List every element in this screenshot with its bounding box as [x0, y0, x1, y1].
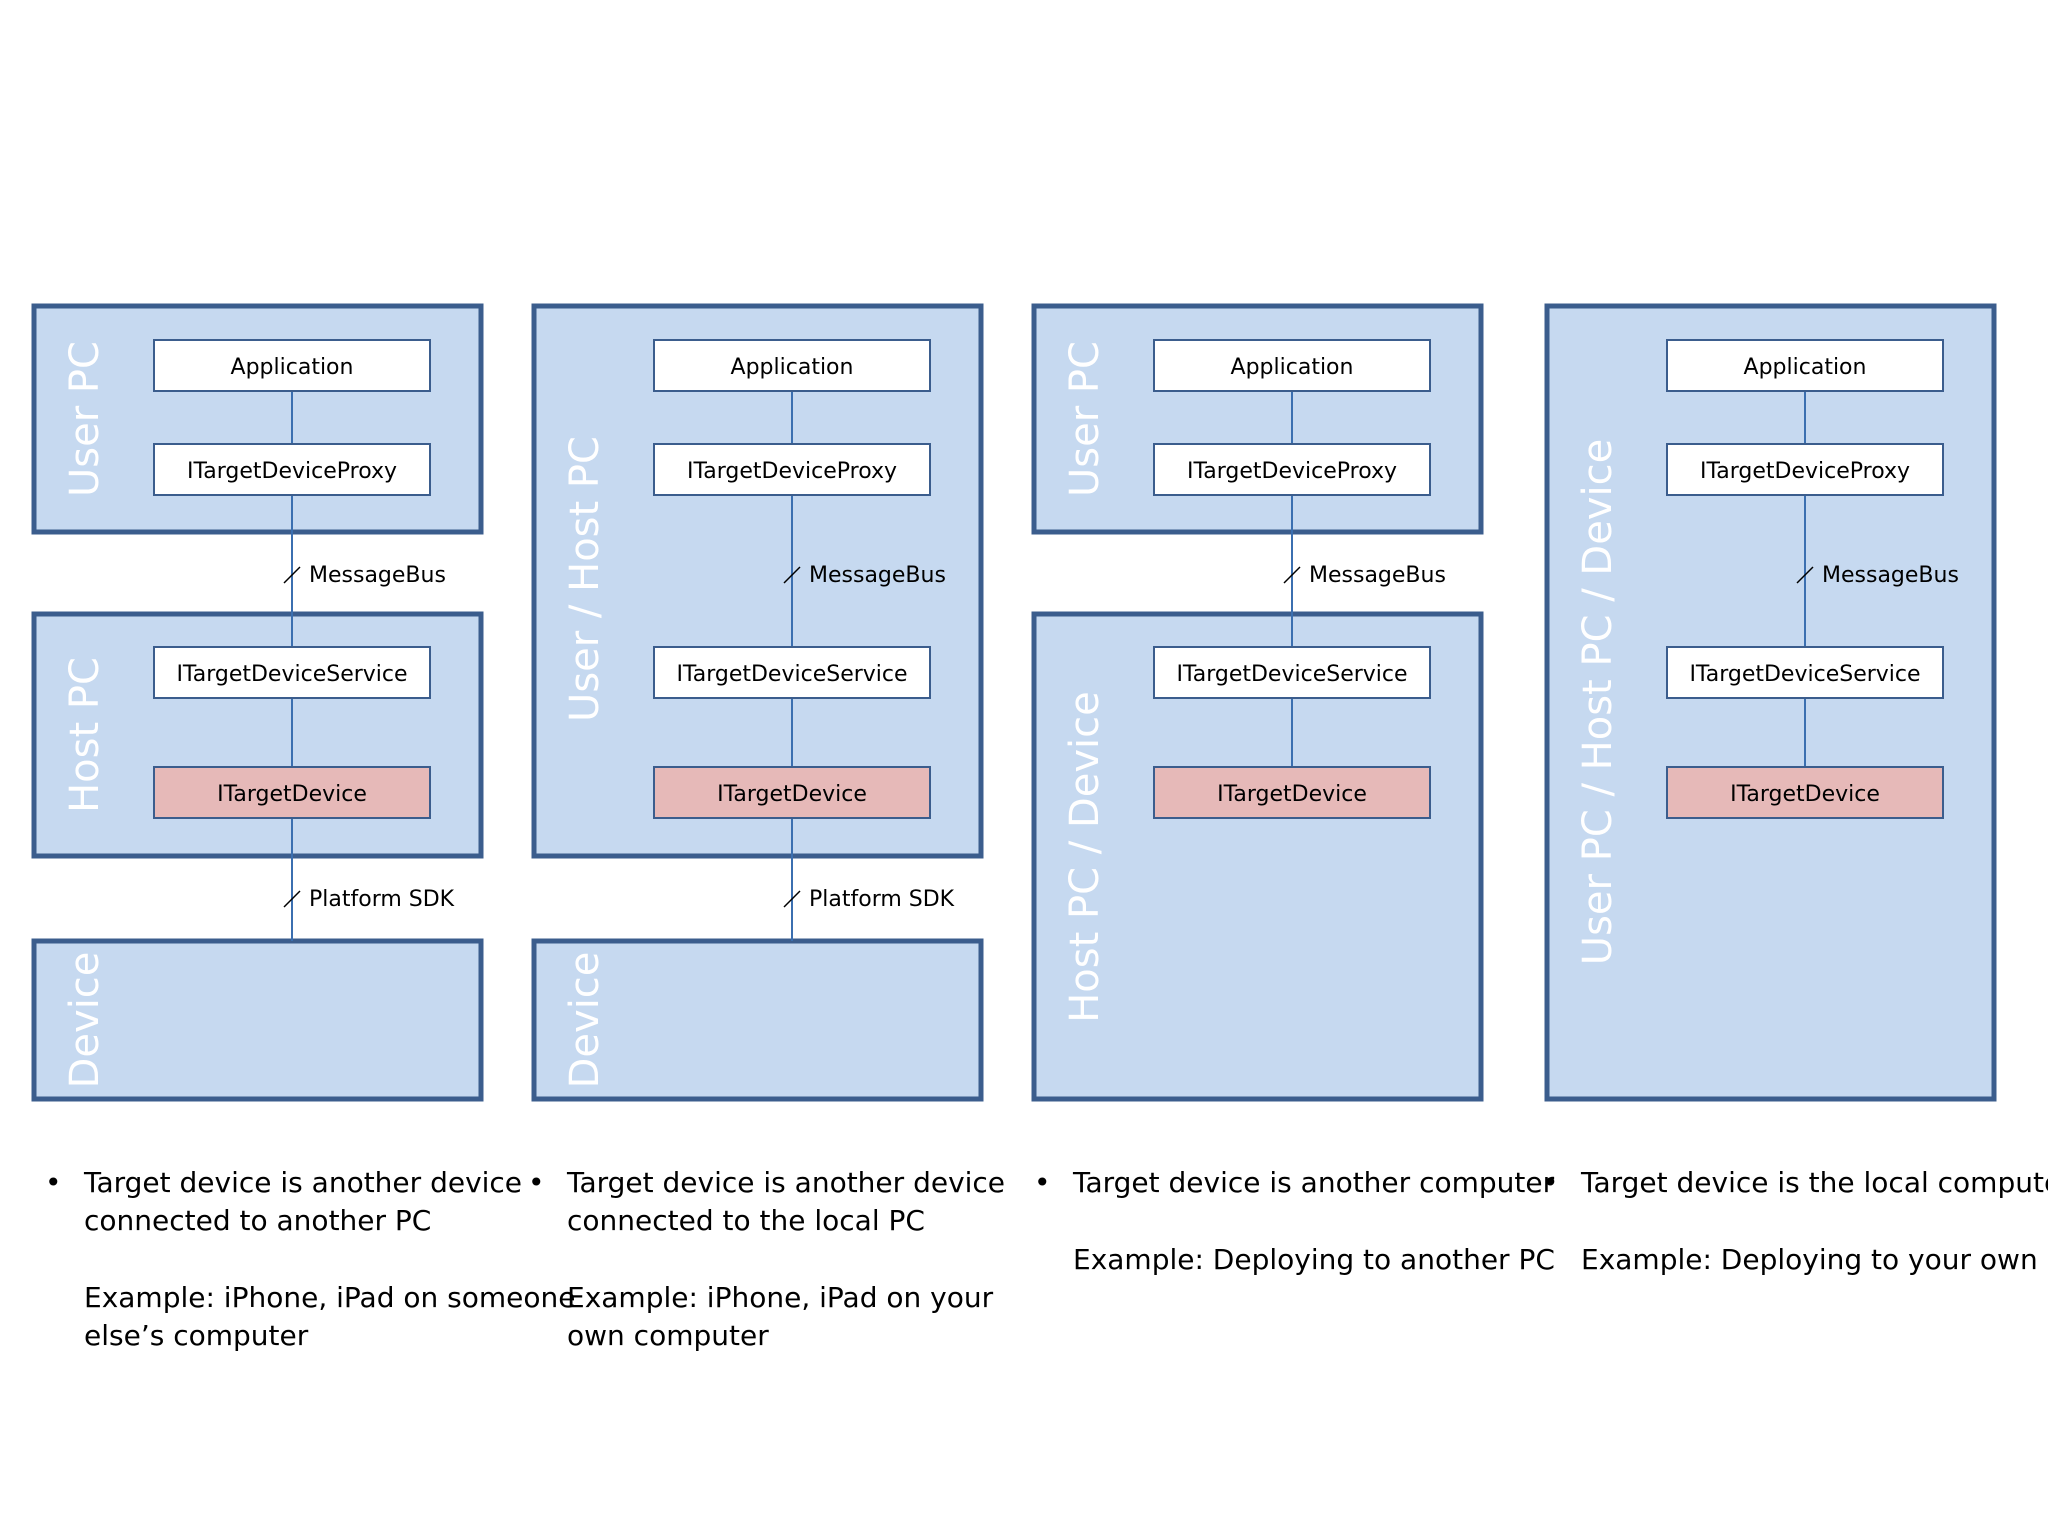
component-service-label: ITargetDeviceService [176, 662, 407, 687]
description-bullet: • [1542, 1166, 1559, 1199]
container-user-host-pc [531, 303, 984, 859]
container-label-host-pc-device: Host PC / Device [1062, 691, 1108, 1023]
description-line-2: connected to the local PC [567, 1204, 925, 1237]
platform-sdk-tick [783, 890, 801, 908]
component-target-device [1153, 766, 1431, 819]
description-line-2: connected to another PC [84, 1204, 431, 1237]
component-proxy [1666, 443, 1944, 496]
component-application-label: Application [231, 355, 354, 380]
component-application-label: Application [1231, 355, 1354, 380]
messagebus-label: MessageBus [809, 563, 946, 588]
scenario-1: User PC Host PC Device Application ITarg… [31, 303, 575, 1352]
component-application-label: Application [731, 355, 854, 380]
messagebus-label: MessageBus [309, 563, 446, 588]
component-target-device [153, 766, 431, 819]
messagebus-tick [1796, 566, 1814, 584]
component-service-label: ITargetDeviceService [1689, 662, 1920, 687]
component-service-label: ITargetDeviceService [1176, 662, 1407, 687]
messagebus-tick [283, 566, 301, 584]
description-example-2: else’s computer [84, 1319, 309, 1352]
description-example-1: Example: iPhone, iPad on someone [84, 1281, 575, 1314]
description-bullet: • [1034, 1166, 1051, 1199]
platform-sdk-label: Platform SDK [309, 887, 455, 912]
component-service [153, 646, 431, 699]
component-target-device-label: ITargetDevice [1730, 782, 1880, 807]
platform-sdk-label: Platform SDK [809, 887, 955, 912]
component-application [153, 339, 431, 392]
description-line-1: Target device is another device [83, 1166, 522, 1199]
container-label-user-host-pc: User / Host PC [562, 436, 608, 722]
description-bullet: • [528, 1166, 545, 1199]
description-line-1: Target device is another computer [1072, 1166, 1555, 1199]
description-line-1: Target device is the local computer [1580, 1166, 2048, 1199]
container-label-all-in-one: User PC / Host PC / Device [1575, 439, 1621, 965]
component-proxy [653, 443, 931, 496]
component-proxy [1153, 443, 1431, 496]
component-service [653, 646, 931, 699]
component-target-device [653, 766, 931, 819]
container-device [531, 938, 984, 1102]
component-service [1666, 646, 1944, 699]
messagebus-tick [1283, 566, 1301, 584]
description-example-2: own computer [567, 1319, 769, 1352]
description-bullet: • [45, 1166, 62, 1199]
platform-sdk-tick [283, 890, 301, 908]
description-example-1: Example: iPhone, iPad on your [567, 1281, 994, 1314]
container-label-device: Device [62, 952, 108, 1089]
description-example-1: Example: Deploying to your own PC [1581, 1243, 2048, 1276]
component-proxy-label: ITargetDeviceProxy [187, 459, 397, 484]
component-proxy-label: ITargetDeviceProxy [687, 459, 897, 484]
container-label-host-pc: Host PC [62, 657, 108, 813]
component-proxy [153, 443, 431, 496]
messagebus-label: MessageBus [1822, 563, 1959, 588]
component-application [1153, 339, 1431, 392]
component-target-device-label: ITargetDevice [1217, 782, 1367, 807]
component-application-label: Application [1744, 355, 1867, 380]
component-application [653, 339, 931, 392]
description-example-1: Example: Deploying to another PC [1073, 1243, 1555, 1276]
scenario-4: User PC / Host PC / Device Application I… [1542, 303, 2048, 1276]
container-all-in-one [1544, 303, 1997, 1102]
messagebus-label: MessageBus [1309, 563, 1446, 588]
container-device [31, 938, 484, 1102]
scenario-2: User / Host PC Device Application ITarge… [528, 303, 1005, 1352]
component-target-device-label: ITargetDevice [217, 782, 367, 807]
container-label-device: Device [562, 952, 608, 1089]
component-proxy-label: ITargetDeviceProxy [1187, 459, 1397, 484]
messagebus-tick [783, 566, 801, 584]
component-target-device [1666, 766, 1944, 819]
component-service [1153, 646, 1431, 699]
component-service-label: ITargetDeviceService [676, 662, 907, 687]
container-label-user-pc: User PC [1062, 341, 1108, 497]
scenario-3: User PC Host PC / Device Application ITa… [1031, 303, 1555, 1276]
component-target-device-label: ITargetDevice [717, 782, 867, 807]
component-application [1666, 339, 1944, 392]
component-proxy-label: ITargetDeviceProxy [1700, 459, 1910, 484]
description-line-1: Target device is another device [566, 1166, 1005, 1199]
container-label-user-pc: User PC [62, 341, 108, 497]
